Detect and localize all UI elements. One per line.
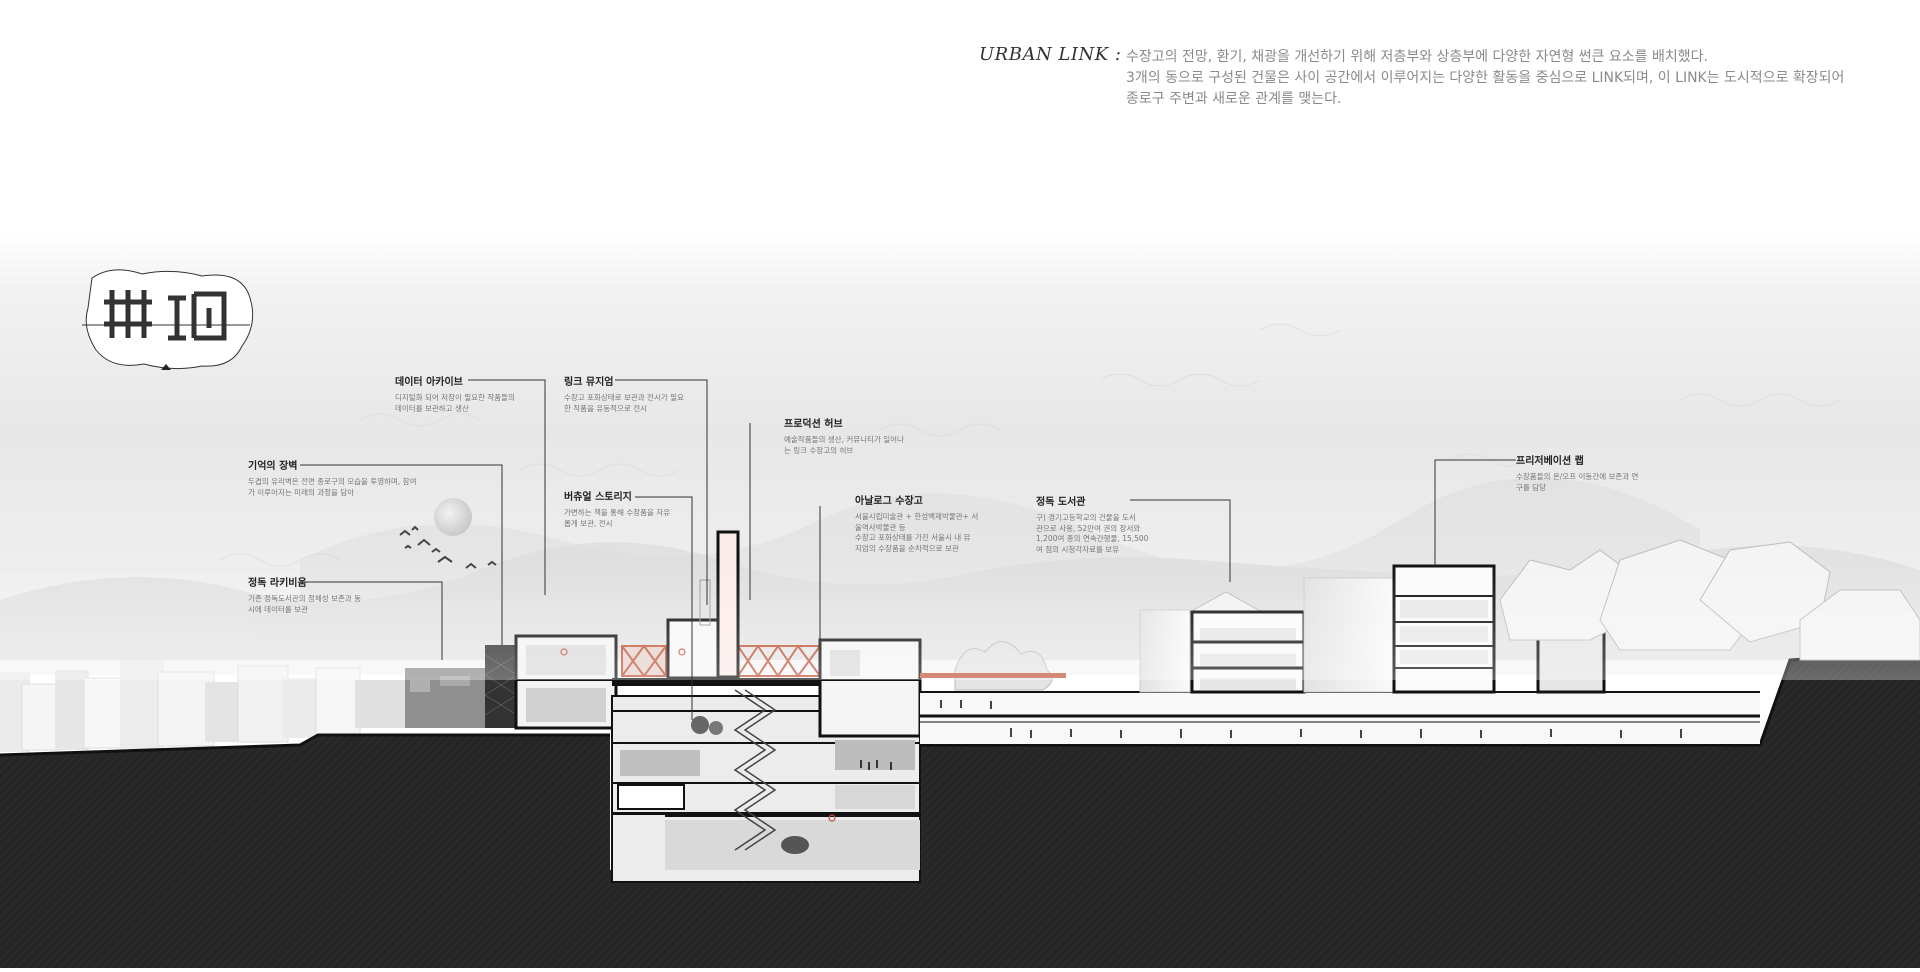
- label-desc-line: 가 이루어지는 미래의 과정을 담아: [248, 487, 355, 497]
- label-desc-line: 관으로 사용, 52만여 권의 장서와: [1036, 523, 1141, 533]
- header-line: 3개의 동으로 구성된 건물은 사이 공간에서 이루어지는 다양한 활동을 중심…: [1126, 70, 1845, 86]
- label-link-museum: 링크 뮤지엄 수장고 포화상태로 보관과 전시가 필요 한 작품을 유동적으로 …: [564, 376, 724, 414]
- label-title: 프리저베이션 랩: [1516, 456, 1584, 467]
- moon: [434, 498, 472, 536]
- cloud-pattern: [219, 323, 1841, 567]
- ground-section: [0, 650, 1920, 968]
- label-desc-line: 1,200여 종의 연속간행물, 15,500: [1036, 534, 1149, 543]
- header-title: URBAN LINK :: [979, 44, 1122, 65]
- label-desc-line: 여 점의 시청각자료를 보유: [1036, 544, 1120, 554]
- label-desc-line: 두겹의 유리벽은 전면 종로구의 모습을 투영하며, 참여: [248, 477, 417, 486]
- label-preservation-lab: 프리저베이션 랩 수장품들의 온/오프 이동간에 보존과 연 구를 담당: [1516, 455, 1666, 493]
- label-title: 프로덕션 허브: [784, 419, 843, 430]
- label-desc-line: 시에 데이터를 보관: [248, 604, 308, 614]
- label-title: 아날로그 수장고: [855, 496, 923, 507]
- central-core: [611, 678, 921, 883]
- label-desc: 예술작품들의 생산, 커뮤니티가 일어나 는 링크 수장고의 허브: [784, 435, 934, 456]
- label-desc: 수장품들의 온/오프 이동간에 보존과 연 구를 담당: [1516, 472, 1666, 493]
- label-desc-line: 수장품들의 온/오프 이동간에 보존과 연: [1516, 472, 1639, 481]
- label-data-archive: 데이터 아카이브 디지털화 되어 저장이 필요한 작품들의 데이터를 보관하고 …: [395, 376, 545, 414]
- label-title: 정독 라키비움: [248, 578, 307, 589]
- label-desc-line: 구) 경기고등학교의 건물을 도서: [1036, 513, 1136, 522]
- label-desc: 기존 정독도서관의 정체성 보존과 동 시에 데이터를 보관: [248, 594, 408, 615]
- label-desc-line: 는 링크 수장고의 허브: [784, 445, 854, 455]
- label-desc-line: 울역사박물관 등: [855, 522, 906, 532]
- label-title: 데이터 아카이브: [395, 377, 463, 388]
- label-desc-line: 구를 담당: [1516, 482, 1546, 492]
- crowd: [940, 700, 1682, 738]
- left-city-buildings: [0, 660, 485, 752]
- label-desc-line: 디지털화 되어 저장이 필요한 작품들의: [395, 393, 515, 402]
- label-production-hub: 프로덕션 허브 예술작품들의 생산, 커뮤니티가 일어나 는 링크 수장고의 허…: [784, 418, 934, 456]
- street-deck: [920, 691, 1760, 746]
- label-desc-line: 수장고 포화상태로 보관과 전시가 필요: [564, 393, 684, 402]
- people-figures: [691, 716, 892, 854]
- label-desc: 서울시립미술관 + 한성백제박물관+ 서 울역사박물관 등 수장고 포화상태를 …: [855, 512, 1005, 554]
- label-desc: 수장고 포화상태로 보관과 전시가 필요 한 작품을 유동적으로 전시: [564, 393, 724, 414]
- header-description: 수장고의 전망, 환기, 채광을 개선하기 위해 저층부와 상층부에 다양한 자…: [1126, 47, 1906, 110]
- header-line: 수장고의 전망, 환기, 채광을 개선하기 위해 저층부와 상층부에 다양한 자…: [1126, 49, 1708, 65]
- ground-mist: [0, 560, 1920, 680]
- calligraphy-seal-icon: [82, 269, 254, 370]
- label-desc-line: 기존 정독도서관의 정체성 보존과 동: [248, 594, 362, 603]
- label-desc-line: 롭게 보관, 전시: [564, 518, 613, 528]
- leader-lines: [300, 379, 1516, 720]
- label-desc-line: 수장고 포화상태를 가진 서울시 내 뮤: [855, 533, 971, 542]
- label-desc-line: 한 작품을 유동적으로 전시: [564, 403, 648, 413]
- label-desc: 가변하는 책을 통해 수장품을 자유 롭게 보관, 전시: [564, 508, 694, 529]
- label-memory-wall: 기억의 장벽 두겹의 유리벽은 전면 종로구의 모습을 투영하며, 참여 가 이…: [248, 460, 448, 498]
- label-jeongdok-library: 정독 도서관 구) 경기고등학교의 건물을 도서 관으로 사용, 52만여 권의…: [1036, 496, 1176, 555]
- label-desc: 두겹의 유리벽은 전면 종로구의 모습을 투영하며, 참여 가 이루어지는 미래…: [248, 477, 448, 498]
- label-desc-line: 가변하는 책을 통해 수장품을 자유: [564, 508, 671, 517]
- stairs: [733, 689, 777, 851]
- label-desc-line: 예술작품들의 생산, 커뮤니티가 일어나: [784, 435, 904, 444]
- header-line: 종로구 주변과 새로운 관계를 맺는다.: [1126, 91, 1342, 107]
- label-title: 링크 뮤지엄: [564, 377, 614, 388]
- label-title: 정독 도서관: [1036, 497, 1086, 508]
- label-desc: 디지털화 되어 저장이 필요한 작품들의 데이터를 보관하고 생산: [395, 393, 545, 414]
- label-virtual-storage: 버츄얼 스토리지 가변하는 책을 통해 수장품을 자유 롭게 보관, 전시: [564, 491, 694, 529]
- label-title: 버츄얼 스토리지: [564, 492, 632, 503]
- label-title: 기억의 장벽: [248, 461, 298, 472]
- label-desc-line: 데이터를 보관하고 생산: [395, 403, 469, 413]
- label-desc-line: 지엄의 수장품을 순차적으로 보관: [855, 543, 959, 553]
- label-analog-storage: 아날로그 수장고 서울시립미술관 + 한성백제박물관+ 서 울역사박물관 등 수…: [855, 495, 1005, 554]
- label-jeongdok-rakivium: 정독 라키비움 기존 정독도서관의 정체성 보존과 동 시에 데이터를 보관: [248, 577, 408, 615]
- label-desc: 구) 경기고등학교의 건물을 도서 관으로 사용, 52만여 권의 장서와 1,…: [1036, 513, 1176, 555]
- label-desc-line: 서울시립미술관 + 한성백제박물관+ 서: [855, 512, 979, 521]
